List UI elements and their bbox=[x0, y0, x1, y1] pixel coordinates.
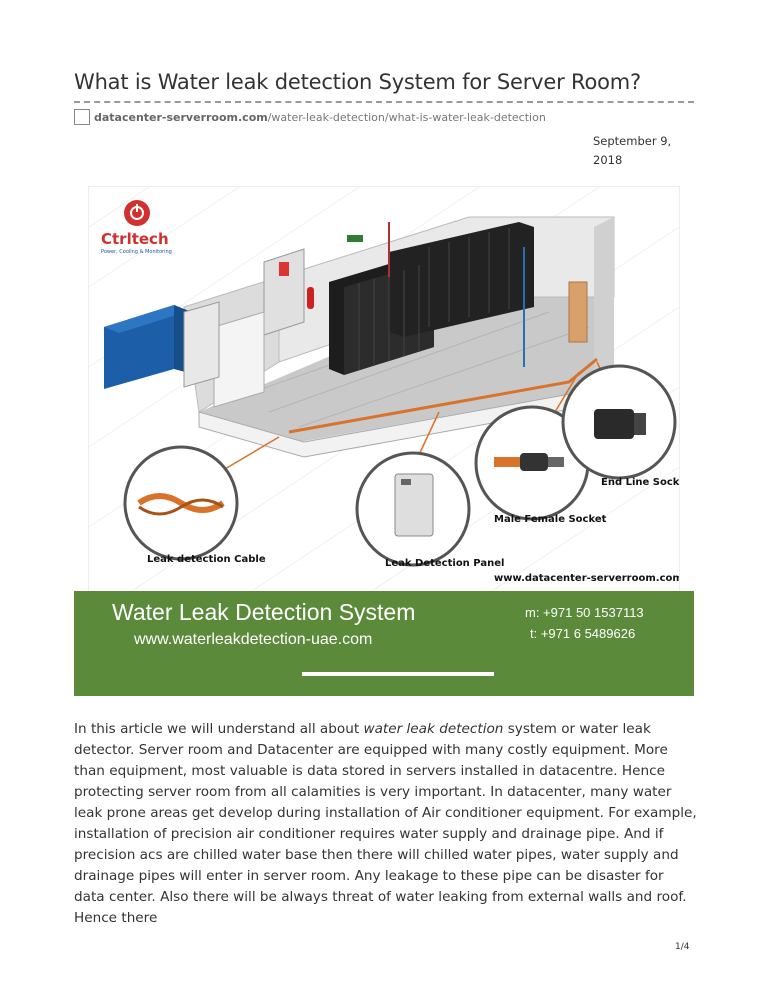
banner-url[interactable]: www.waterleakdetection-uae.com bbox=[134, 631, 373, 648]
source-line: datacenter-serverroom.com/water-leak-det… bbox=[74, 108, 546, 126]
cable-callout: Leak detection Cable bbox=[123, 445, 266, 565]
article-text-intro: In this article we will understand all a… bbox=[74, 721, 364, 737]
ctrltech-logo: Ctrltech Power, Cooling & Monitoring bbox=[101, 200, 172, 255]
end-line-label: End Line Socket bbox=[601, 477, 679, 488]
end-line-callout: End Line Socket bbox=[561, 364, 679, 488]
article-emphasis[interactable]: water leak detection bbox=[363, 721, 504, 737]
source-path: /water-leak-detection/what-is-water-leak… bbox=[267, 110, 546, 124]
logo-text: Ctrltech bbox=[101, 230, 169, 248]
hero-image: Ctrltech Power, Cooling & Monitoring bbox=[88, 186, 680, 594]
source-url[interactable]: datacenter-serverroom.com/water-leak-det… bbox=[94, 111, 546, 124]
page-number: 1/4 bbox=[675, 942, 690, 952]
cable-label: Leak detection Cable bbox=[147, 554, 266, 565]
article-text-body: system or water leak detector. Server ro… bbox=[74, 721, 697, 926]
title-divider bbox=[74, 101, 694, 103]
publish-date: September 9, 2018 bbox=[593, 134, 672, 167]
banner-telephone: t: +971 6 5489626 bbox=[530, 626, 636, 641]
panel-label: Leak Detection Panel bbox=[385, 558, 504, 569]
logo-tagline: Power, Cooling & Monitoring bbox=[101, 249, 172, 255]
banner-underline bbox=[302, 672, 494, 676]
male-female-label: Male Female Socket bbox=[494, 514, 607, 525]
banner-mobile: m: +971 50 1537113 bbox=[525, 605, 644, 620]
source-domain: datacenter-serverroom.com bbox=[94, 110, 268, 124]
banner-title: Water Leak Detection System bbox=[112, 599, 416, 625]
panel-callout: Leak Detection Panel bbox=[355, 451, 504, 569]
article-paragraph: In this article we will understand all a… bbox=[74, 719, 698, 929]
image-watermark-url: www.datacenter-serverroom.com bbox=[494, 573, 679, 584]
contact-banner: Water Leak Detection System www.waterlea… bbox=[74, 591, 694, 696]
server-room-illustration bbox=[104, 216, 615, 458]
page-title: What is Water leak detection System for … bbox=[74, 70, 641, 94]
favicon-icon bbox=[74, 109, 90, 125]
